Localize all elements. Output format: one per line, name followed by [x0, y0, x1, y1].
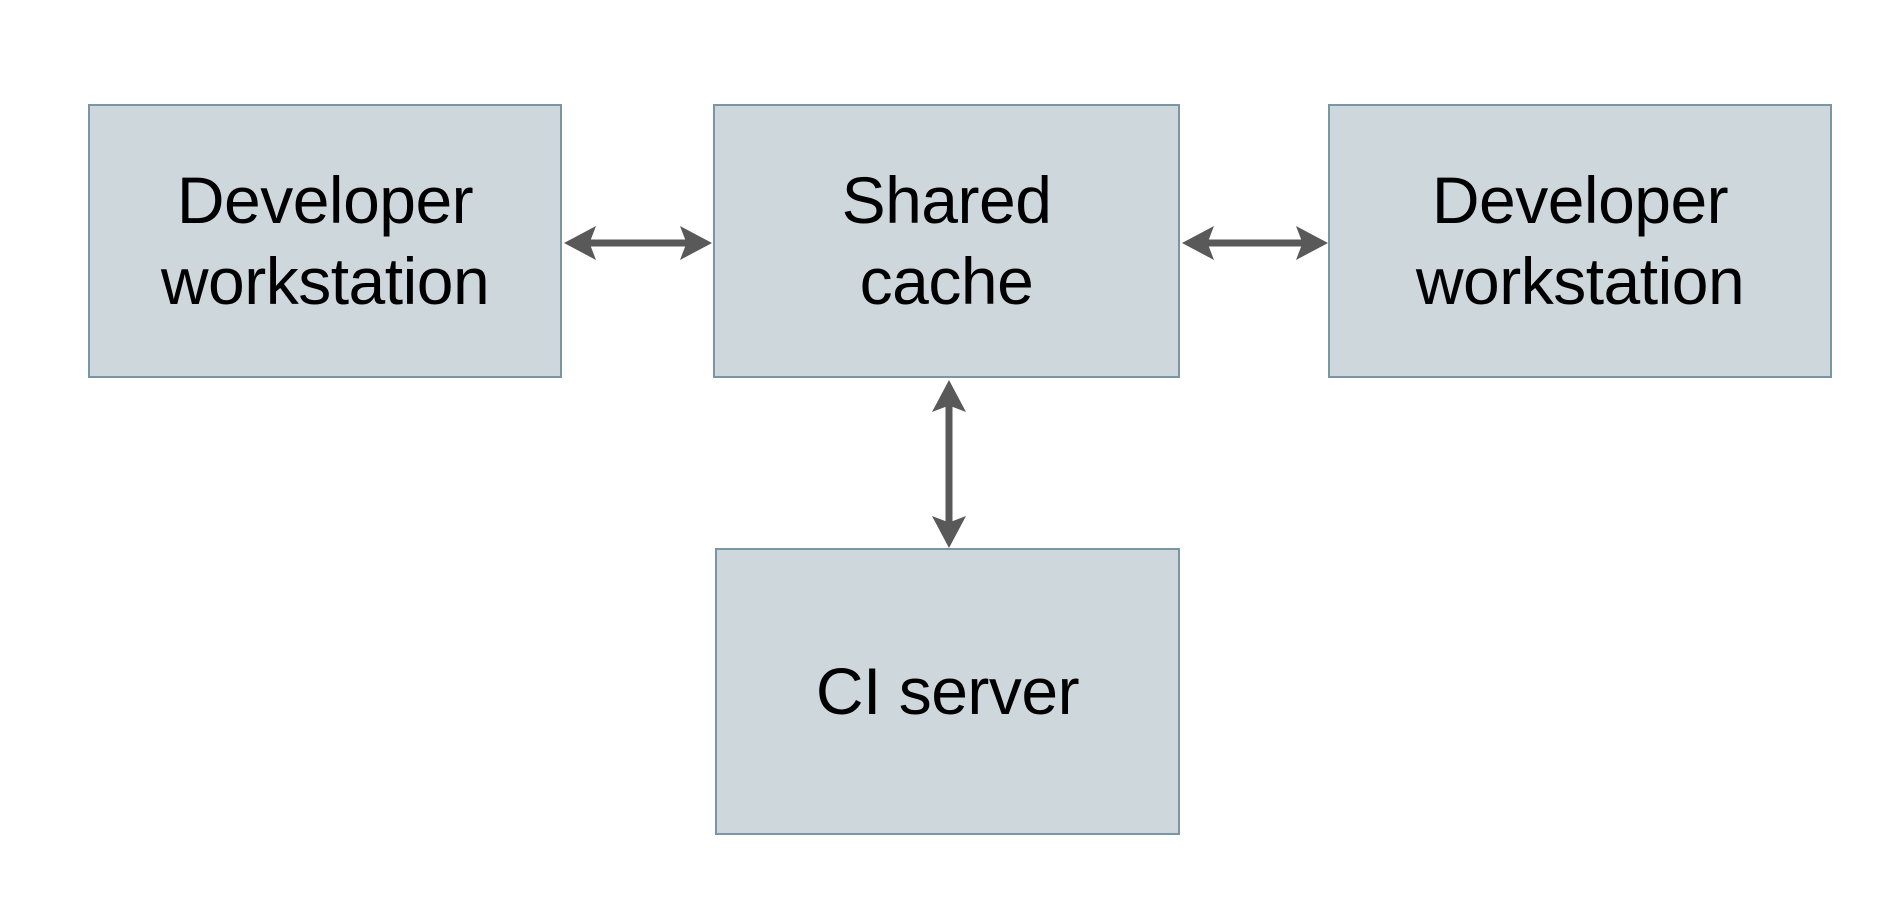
double-arrow-horizontal-icon [1182, 226, 1328, 260]
double-arrow-horizontal-icon [564, 226, 712, 260]
edge-shared-cache-right-workstation[interactable] [1180, 212, 1330, 274]
node-label-ci-server: CI server [815, 653, 1080, 728]
edge-shared-cache-ci-server[interactable] [918, 378, 980, 550]
node-label-developer-workstation-right: Developer workstation [1415, 162, 1745, 318]
node-developer-workstation-left[interactable]: Developer workstation [88, 104, 562, 378]
node-ci-server[interactable]: CI server [715, 548, 1180, 835]
node-shared-cache[interactable]: Shared cache [713, 104, 1180, 378]
node-label-developer-workstation-left: Developer workstation [160, 162, 490, 318]
node-label-shared-cache: Shared cache [841, 162, 1052, 318]
edge-left-workstation-shared-cache[interactable] [562, 212, 714, 274]
double-arrow-vertical-icon [932, 380, 966, 548]
node-developer-workstation-right[interactable]: Developer workstation [1328, 104, 1832, 378]
